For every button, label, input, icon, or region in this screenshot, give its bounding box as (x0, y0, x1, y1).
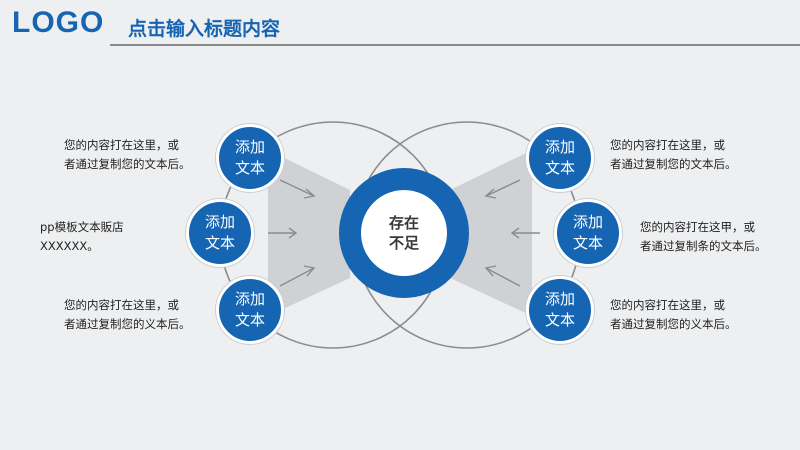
description-top-right[interactable]: 您的内容打在这里，或 者通过复制您的文本后。 (610, 138, 737, 171)
node-middle-right[interactable]: 添加 文本 (554, 199, 622, 267)
logo: LOGO (12, 6, 105, 39)
node-label: 添加 文本 (234, 138, 265, 177)
node-top-left[interactable]: 添加 文本 (216, 124, 284, 192)
left-funnel (268, 150, 350, 316)
arrow-top-left (279, 179, 315, 197)
arrow-top-right (485, 179, 521, 197)
node-label: 添加 文本 (204, 213, 235, 252)
arrow-bottom-left (279, 267, 315, 287)
description-top-left[interactable]: 您的内容打在这里，或 者通过复制您的文本后。 (64, 138, 191, 171)
node-top-right[interactable]: 添加 文本 (526, 124, 594, 192)
node-label: 添加 文本 (544, 138, 575, 177)
center-label: 存在 不足 (388, 214, 419, 252)
node-label: 添加 文本 (234, 290, 265, 329)
header-divider (110, 44, 800, 46)
center-hub: 存在 不足 (339, 168, 469, 298)
node-label: 添加 文本 (544, 290, 575, 329)
slide-title[interactable]: 点击输入标题内容 (128, 18, 281, 40)
node-bottom-right[interactable]: 添加 文本 (526, 276, 594, 344)
description-bottom-left[interactable]: 您的内容打在这里，或 者通过复制您的义本后。 (64, 298, 191, 331)
node-label: 添加 文本 (572, 213, 603, 252)
node-bottom-left[interactable]: 添加 文本 (216, 276, 284, 344)
arrow-bottom-right (485, 267, 521, 287)
node-middle-left[interactable]: 添加 文本 (186, 199, 254, 267)
right-funnel (450, 150, 532, 316)
description-bottom-right[interactable]: 您的内容打在这里，或 者通过复制您的义本后。 (610, 298, 737, 331)
description-middle-left[interactable]: pp模板文本販店 XXXXXX。 (40, 220, 124, 253)
header: LOGO 点击输入标题内容 (0, 0, 800, 50)
description-middle-right[interactable]: 您的内容打在这甲，或 者通过复制条的文本后。 (640, 220, 767, 253)
